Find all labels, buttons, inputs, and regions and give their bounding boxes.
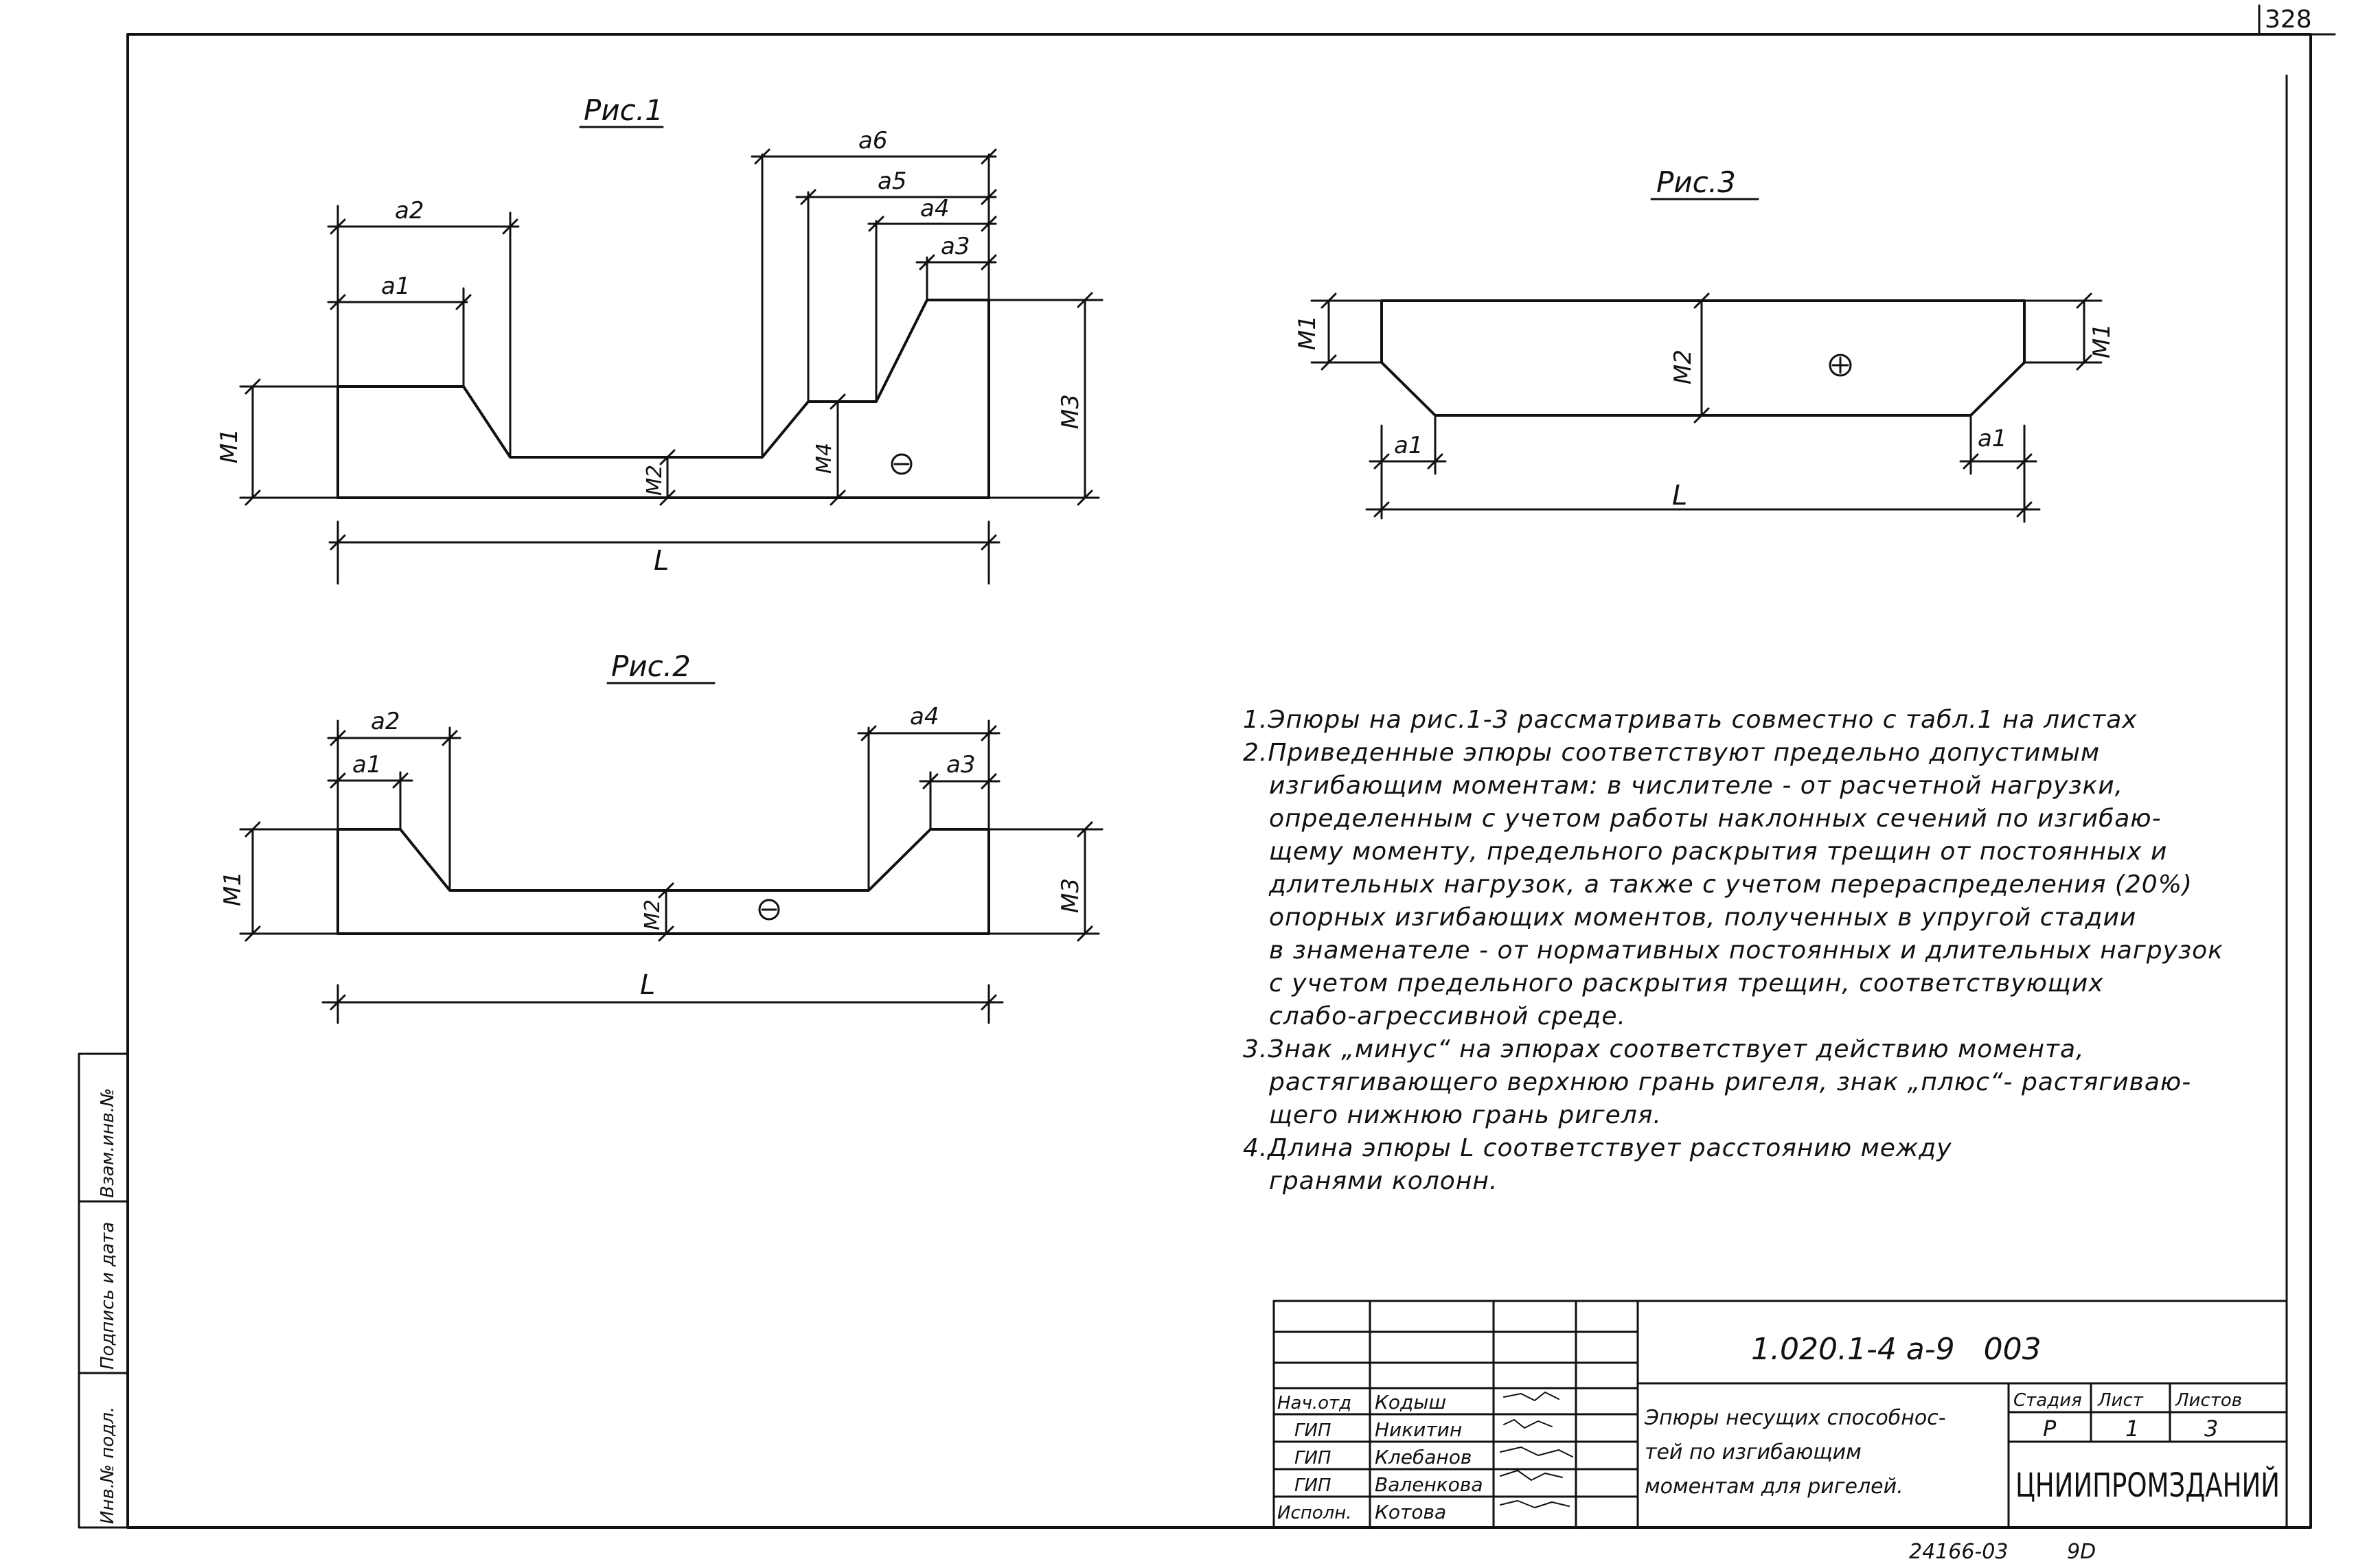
- fig2-sign-circle: [758, 899, 780, 921]
- fig3-diagram: [1310, 198, 2103, 523]
- fig3-ticks: [1321, 292, 2092, 518]
- org-name: ЦНИИПРОМЗДАНИЙ: [2015, 1466, 2280, 1505]
- footer-format: 9D: [2067, 1540, 2096, 1564]
- fig1-dimension-lines: [239, 153, 1104, 585]
- note-line: в знаменателе - от нормативных постоянны…: [1269, 936, 2223, 965]
- fig1-dim-a5: а5: [878, 168, 906, 195]
- note-line: изгибающим моментам: в числителе - от ра…: [1269, 772, 2124, 800]
- title-desc-3: моментам для ригелей.: [1645, 1475, 1903, 1499]
- fig2-dim-a1: а1: [352, 751, 381, 779]
- fig1-dim-a6: а6: [858, 127, 887, 154]
- name-3: Клебанов: [1375, 1446, 1472, 1468]
- note-line: определенным с учетом работы наклонных с…: [1269, 805, 2162, 833]
- fig1-dim-a1: а1: [381, 273, 410, 300]
- note-line: 2.Приведенные эпюры соответствуют предел…: [1243, 739, 2101, 767]
- fig2-dim-a3: а3: [946, 751, 975, 779]
- role-2: ГИП: [1294, 1420, 1331, 1441]
- sheets-label: Листов: [2175, 1390, 2242, 1411]
- fig3-dim-a1-right: а1: [1978, 425, 2007, 452]
- fig1-sign-circle: [891, 453, 913, 475]
- notes-block: 1.Эпюры на рис.1-3 рассматривать совмест…: [1243, 704, 2259, 1198]
- name-2: Никитин: [1375, 1418, 1462, 1441]
- fig2-dim-a2: а2: [371, 708, 400, 735]
- fig2-ticks: [244, 725, 1093, 1011]
- fig3-moment-m1-right: М1: [2088, 323, 2116, 358]
- fig1-moment-m4: М4: [812, 443, 836, 474]
- name-5: Котова: [1375, 1501, 1446, 1523]
- side-stamp-signature: Подпись и дата: [98, 1222, 118, 1370]
- fig3-dimension-lines: [1310, 299, 2103, 523]
- note-line: 4.Длина эпюры L соответствует расстоянию…: [1243, 1134, 1952, 1162]
- note-line: щего нижнюю грань ригеля.: [1269, 1101, 1662, 1129]
- note-line: 3.Знак „минус“ на эпюрах соответствует д…: [1243, 1035, 2085, 1063]
- side-stamp-replaced: Взам.инв.№: [98, 1088, 118, 1198]
- fig2-moment-m3: М3: [1057, 878, 1084, 913]
- fig1-moment-m1: М1: [216, 428, 243, 463]
- side-stamp-strip: [78, 1052, 129, 1529]
- fig1-title: Рис.1: [584, 93, 663, 127]
- fig2-length: L: [640, 969, 655, 1001]
- side-stamp-inv: Инв.№ подл.: [98, 1407, 118, 1524]
- stage-value: Р: [2043, 1416, 2057, 1442]
- role-4: ГИП: [1294, 1475, 1331, 1496]
- fig2-title: Рис.2: [611, 649, 691, 683]
- drawing-frame: [126, 33, 2312, 1529]
- role-1: Нач.отд: [1277, 1393, 1351, 1414]
- note-line: гранями колонн.: [1269, 1167, 1498, 1195]
- title-block-code: 1.020.1-4 а-9 003: [1751, 1332, 2042, 1367]
- name-4: Валенкова: [1375, 1473, 1483, 1496]
- fig2-moment-m1: М1: [219, 871, 247, 906]
- note-line: слабо-агрессивной среде.: [1269, 1002, 1626, 1030]
- fig1-moment-m3: М3: [1057, 394, 1084, 429]
- sheet-number-box: [2258, 4, 2336, 36]
- fig3-title: Рис.3: [1656, 165, 1736, 199]
- fig1-ticks: [244, 148, 1093, 551]
- signatures: [1500, 1392, 1573, 1508]
- role-3: ГИП: [1294, 1448, 1331, 1468]
- fig2-dim-a4: а4: [910, 703, 939, 730]
- fig3-epure-outline: [1380, 299, 2026, 417]
- sheet-number: 328: [2265, 5, 2312, 34]
- fig3-length: L: [1672, 480, 1687, 511]
- fig3-sign-circle: [1829, 354, 1852, 377]
- footer-archive-number: 24166-03: [1909, 1540, 2008, 1564]
- stage-label: Стадия: [2013, 1390, 2082, 1411]
- note-line: с учетом предельного раскрытия трещин, с…: [1269, 969, 2104, 998]
- fig2-diagram: [239, 682, 1104, 1024]
- note-line: растягивающего верхнюю грань ригеля, зна…: [1269, 1068, 2192, 1096]
- name-1: Кодыш: [1375, 1391, 1446, 1414]
- fig3-dim-a1-left: а1: [1394, 432, 1423, 459]
- fig1-dim-a3: а3: [941, 233, 970, 260]
- sheets-value: 3: [2204, 1416, 2218, 1442]
- fig2-moment-m2: М2: [641, 899, 665, 930]
- note-line: 1.Эпюры на рис.1-3 рассматривать совмест…: [1243, 706, 2138, 734]
- title-desc-1: Эпюры несущих способнос-: [1644, 1406, 1946, 1430]
- note-line: щему моменту, предельного раскрытия трещ…: [1269, 838, 2168, 866]
- sheet-label: Лист: [2097, 1390, 2144, 1411]
- fig3-moment-m2: М2: [1669, 349, 1697, 384]
- fig1-diagram: [239, 126, 1104, 585]
- note-line: опорных изгибающих моментов, полученных …: [1269, 903, 2137, 932]
- fig1-dim-a4: а4: [920, 195, 949, 222]
- title-block-grid: [1272, 1300, 2288, 1529]
- fig3-moment-m1-left: М1: [1294, 315, 1321, 350]
- role-5: Исполн.: [1277, 1503, 1352, 1523]
- sheet-value: 1: [2125, 1416, 2139, 1442]
- fig1-length: L: [654, 545, 669, 577]
- fig3-sign-cross: [1831, 356, 1849, 374]
- fig1-moment-m2: М2: [643, 465, 667, 496]
- title-desc-2: тей по изгибающим: [1645, 1440, 1862, 1464]
- fig1-dim-a2: а2: [395, 197, 424, 224]
- note-line: длительных нагрузок, а также с учетом пе…: [1269, 871, 2193, 899]
- fig2-dimension-lines: [239, 719, 1104, 1024]
